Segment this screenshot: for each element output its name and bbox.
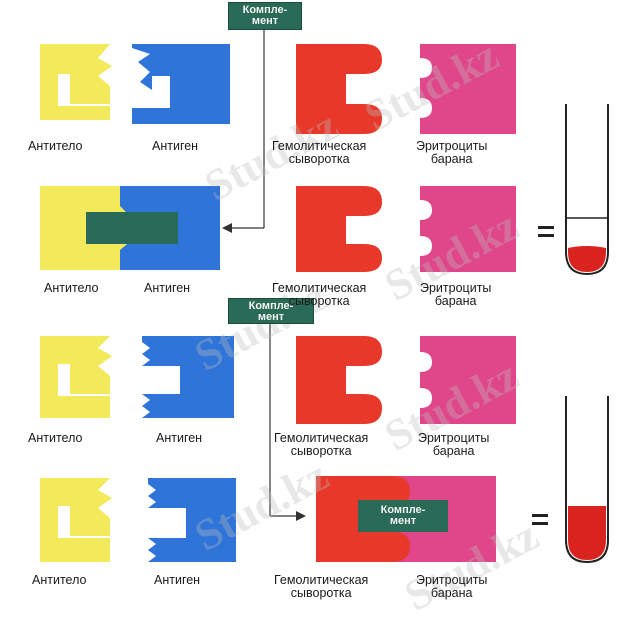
label-antigen-row4: Антиген xyxy=(154,573,201,587)
label-antigen-row2: Антиген xyxy=(144,281,191,295)
serum-line1: Гемолитическая xyxy=(274,573,369,587)
rbc-line1: Эритроциты xyxy=(418,431,490,445)
antibody-shape-row3 xyxy=(40,336,112,418)
label-serum-row1: Гемолитическая сыворотка xyxy=(272,140,366,166)
antibody-antigen-complex-row2 xyxy=(40,186,220,270)
serum-erythrocyte-lysis-complex-row4 xyxy=(316,476,496,562)
label-antibody-row4: Антитело xyxy=(32,573,87,587)
serum-line1: Гемолитическая xyxy=(272,139,367,153)
antibody-shape-row4 xyxy=(40,478,112,562)
complement-label-line1: Компле- xyxy=(380,504,426,516)
serum-line2: сыворотка xyxy=(288,294,350,308)
serum-line2: сыворотка xyxy=(290,444,352,458)
erythrocyte-shape-row2 xyxy=(420,186,516,272)
serum-line1: Гемолитическая xyxy=(272,281,367,295)
label-antibody-row2: Антитело xyxy=(44,281,99,295)
label-erythrocytes-row4: Эритроциты барана xyxy=(416,574,487,600)
serum-shape-row3 xyxy=(296,336,382,424)
equals-sign-top xyxy=(538,226,554,237)
label-antibody-row1: Антитело xyxy=(28,139,83,153)
label-serum-row2: Гемолитическая сыворотка xyxy=(272,282,366,308)
serum-line2: сыворотка xyxy=(290,586,352,600)
label-antibody-row3: Антитело xyxy=(28,431,83,445)
test-tube-bottom xyxy=(565,396,609,564)
complement-label-line2: мент xyxy=(389,515,417,527)
antibody-shape-row1 xyxy=(40,44,112,120)
erythrocyte-shape-row3 xyxy=(420,336,516,424)
label-antigen-row3: Антиген xyxy=(156,431,203,445)
complement-label-line1: Компле- xyxy=(242,4,288,16)
complement-label-line2: мент xyxy=(251,15,279,27)
rbc-line1: Эритроциты xyxy=(420,281,492,295)
label-antigen-row1: Антиген xyxy=(152,139,199,153)
serum-shape-row1 xyxy=(296,44,382,134)
complement-label-row2 xyxy=(86,212,178,244)
label-serum-row3: Гемолитическая сыворотка xyxy=(274,432,368,458)
erythrocyte-shape-row1 xyxy=(420,44,516,134)
rbc-line2: барана xyxy=(432,444,475,458)
complement-box-top: Компле- мент xyxy=(228,2,302,30)
serum-line1: Гемолитическая xyxy=(274,431,369,445)
complement-box-middle: Компле- мент xyxy=(228,298,314,324)
serum-line2: сыворотка xyxy=(288,152,350,166)
equals-sign-bottom xyxy=(532,514,548,525)
rbc-line2: барана xyxy=(434,294,477,308)
label-erythrocytes-row3: Эритроциты барана xyxy=(418,432,489,458)
rbc-line1: Эритроциты xyxy=(416,139,488,153)
antigen-shape-row4 xyxy=(148,478,236,562)
antigen-shape-row1 xyxy=(132,44,230,124)
complement-fixation-diagram xyxy=(40,24,609,564)
label-erythrocytes-row2: Эритроциты барана xyxy=(420,282,491,308)
rbc-line1: Эритроциты xyxy=(416,573,488,587)
complement-bound-row4 xyxy=(358,500,448,532)
complement-bound-row2 xyxy=(86,212,178,244)
rbc-line2: барана xyxy=(430,152,473,166)
label-erythrocytes-row1: Эритроциты барана xyxy=(416,140,487,166)
label-serum-row4: Гемолитическая сыворотка xyxy=(274,574,368,600)
antigen-shape-row3 xyxy=(142,336,234,418)
complement-label-line2: мент xyxy=(257,311,285,323)
test-tube-top xyxy=(565,104,609,276)
arrow-head-1 xyxy=(222,223,232,233)
complement-label-row4: Компле- мент xyxy=(358,500,448,535)
arrow-head-2 xyxy=(296,511,306,521)
rbc-line2: барана xyxy=(430,586,473,600)
complement-label-line1: Компле- xyxy=(248,300,294,312)
serum-shape-row2 xyxy=(296,186,382,272)
